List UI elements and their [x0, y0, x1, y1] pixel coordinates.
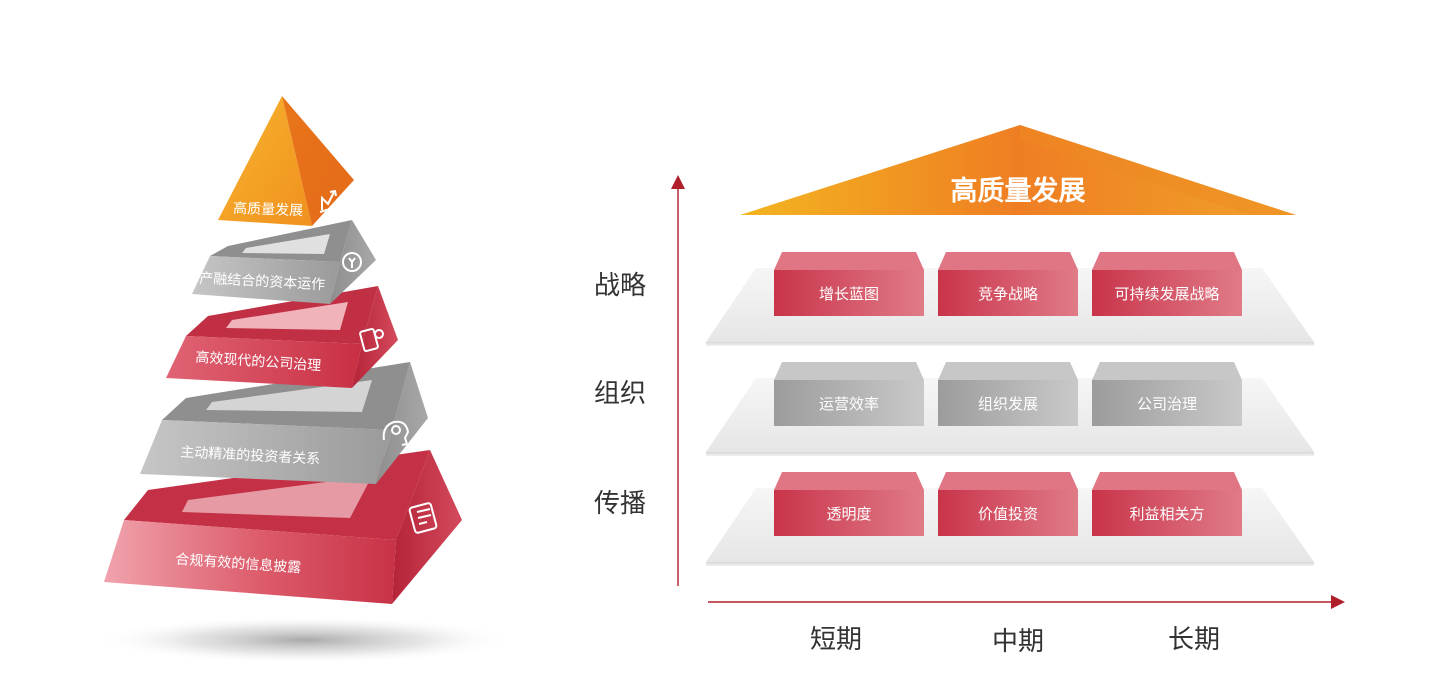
head-gear-icon	[382, 420, 410, 446]
pyramid-level-label: 高质量发展	[233, 200, 304, 219]
matrix-box: 价值投资	[938, 472, 1078, 536]
row-platform-edge	[706, 562, 1314, 566]
row-platform-edge	[706, 452, 1314, 456]
box-label: 利益相关方	[1129, 505, 1204, 523]
box-top	[774, 472, 924, 490]
box-front	[938, 270, 1078, 316]
pyramid-level-label: 主动精准的投资者关系	[180, 444, 321, 467]
box-top	[938, 472, 1078, 490]
box-label: 竞争战略	[978, 285, 1038, 303]
box-front	[938, 490, 1078, 536]
matrix-row: 透明度 价值投资 利益相关方	[706, 472, 1314, 566]
roof: 高质量发展	[740, 125, 1296, 215]
box-label: 增长蓝图	[819, 285, 879, 303]
box-top	[938, 252, 1078, 270]
column-label-short: 短期	[810, 625, 862, 655]
phone-touch-icon	[359, 327, 384, 353]
matrix-box: 运营效率	[774, 362, 924, 426]
row-platform-edge	[706, 342, 1314, 346]
roof-label: 高质量发展	[951, 175, 1086, 207]
matrix-box: 组织发展	[938, 362, 1078, 426]
column-label-mid: 中期	[992, 627, 1044, 657]
box-top	[774, 252, 924, 270]
document-card-icon	[408, 502, 438, 534]
matrix-row: 运营效率 组织发展 公司治理	[706, 362, 1314, 456]
pyramid: 合规有效的信息披露 主动精准的投资者关系 高效现代的公司治理	[95, 96, 515, 664]
box-label: 公司治理	[1137, 395, 1197, 413]
matrix-box: 可持续发展战略	[1092, 252, 1242, 316]
column-label-long: 长期	[1168, 625, 1220, 655]
row-label-communication: 传播	[594, 489, 646, 519]
box-top	[774, 362, 924, 380]
box-front	[938, 380, 1078, 426]
matrix-row: 增长蓝图 竞争战略 可持续发展战略	[706, 252, 1314, 346]
pyramid-level-2: 产融结合的资本运作	[192, 220, 376, 304]
row-label-organization: 组织	[594, 379, 646, 409]
box-front	[1092, 270, 1242, 316]
box-top	[938, 362, 1078, 380]
pyramid-level-3: 高效现代的公司治理	[166, 286, 398, 388]
box-top	[1092, 472, 1242, 490]
matrix-box: 公司治理	[1092, 362, 1242, 426]
pyramid-shadow	[95, 616, 515, 664]
growth-matrix: 高质量发展 战略 组织 传播 短期 中期 长期 增长蓝图 竞争战略 可持续发展战略运…	[594, 125, 1345, 657]
matrix-box: 增长蓝图	[774, 252, 924, 316]
pyramid-level-label: 产融结合的资本运作	[199, 271, 326, 294]
box-front	[1092, 490, 1242, 536]
matrix-box: 竞争战略	[938, 252, 1078, 316]
matrix-box: 透明度	[774, 472, 924, 536]
box-front	[1092, 380, 1242, 426]
box-top	[1092, 362, 1242, 380]
box-front	[774, 380, 924, 426]
box-label: 可持续发展战略	[1114, 285, 1219, 303]
box-front	[774, 490, 924, 536]
pyramid-level-5: 合规有效的信息披露	[104, 450, 462, 604]
matrix-box: 利益相关方	[1092, 472, 1242, 536]
box-top	[1092, 252, 1242, 270]
box-front	[774, 270, 924, 316]
capital-cycle-icon	[342, 252, 362, 272]
pyramid-level-1: 高质量发展	[218, 96, 354, 226]
row-label-strategy: 战略	[594, 271, 646, 301]
growth-chart-icon	[319, 189, 341, 213]
box-label: 运营效率	[819, 395, 879, 413]
box-label: 价值投资	[978, 505, 1038, 523]
box-label: 透明度	[826, 505, 871, 523]
box-label: 组织发展	[978, 395, 1038, 413]
